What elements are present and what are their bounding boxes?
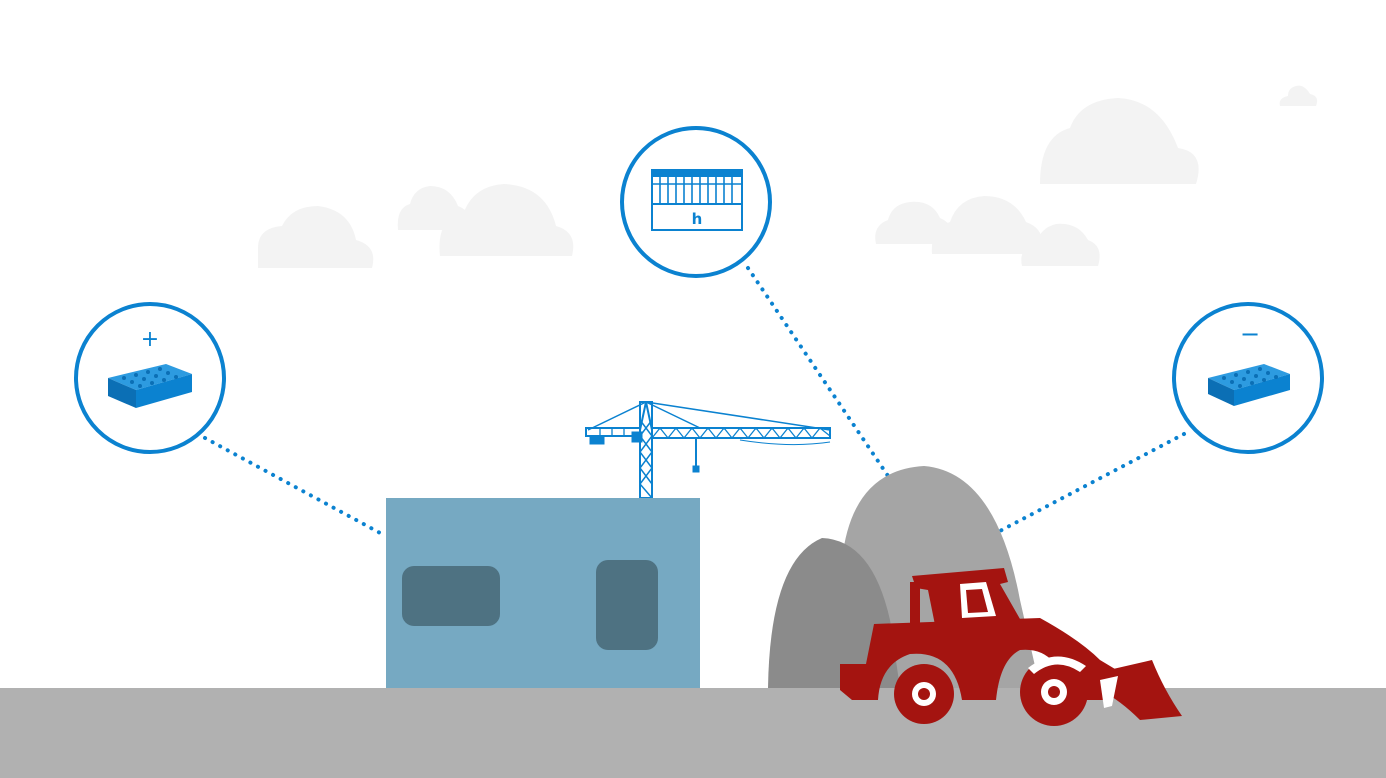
building-window-left: [402, 566, 500, 626]
leader-line-left: [203, 436, 384, 536]
callout-left: +: [74, 302, 226, 454]
rock-small: [768, 538, 900, 688]
height-label: h: [692, 210, 703, 228]
clouds: [258, 85, 1318, 268]
minus-sign: −: [1240, 320, 1260, 348]
cloud: [258, 206, 374, 268]
tower-crane: [585, 401, 831, 499]
callout-right: −: [1172, 302, 1324, 454]
brick-add-icon: [108, 364, 192, 408]
loader-bucket: [1100, 660, 1182, 720]
cloud: [1279, 85, 1318, 106]
callout-center: h: [620, 126, 772, 278]
cloud: [931, 196, 1043, 254]
height-gauge-icon: [651, 169, 743, 231]
building: [386, 498, 700, 688]
brick-remove-icon: [1208, 364, 1290, 406]
plus-sign: +: [141, 327, 159, 352]
cloud: [875, 201, 953, 244]
cloud: [1040, 98, 1199, 184]
ground: [0, 688, 1386, 778]
loader-body: [840, 618, 1120, 700]
cloud: [1021, 223, 1100, 266]
building-window-right: [596, 560, 658, 650]
wheel-loader: [840, 568, 1182, 726]
cloud: [439, 184, 574, 256]
leader-line-right: [996, 432, 1186, 534]
